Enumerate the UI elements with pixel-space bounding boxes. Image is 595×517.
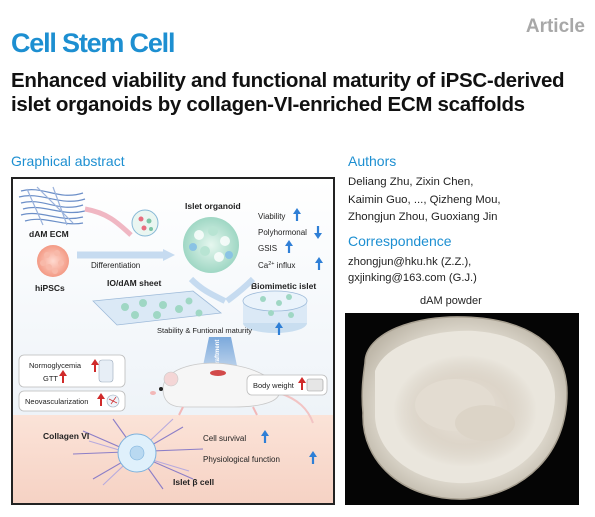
label-polyhormonal: Polyhormonal — [258, 228, 307, 237]
label-dam-ecm: dAM ECM — [29, 229, 69, 239]
label-ca-influx: Ca2+ influx — [258, 261, 295, 270]
authors-heading: Authors — [348, 153, 397, 169]
correspondence-email[interactable]: gxjinking@163.com (G.J.) — [348, 272, 477, 284]
correspondence-heading: Correspondence — [348, 233, 452, 249]
author-line: Zhongjun Zhou, Guoxiang Jin — [348, 211, 498, 223]
arrow-organoid-to-sheet — [188, 276, 227, 304]
label-physiological-function: Physiological function — [203, 455, 280, 464]
mouse-illustration — [150, 362, 314, 424]
article-type-label: Article — [525, 16, 585, 37]
arrow-ecm-to-organoid — [84, 206, 133, 237]
label-stability: Stability & Funtional maturity — [157, 326, 252, 335]
correspondence-emails: zhongjun@hku.hk (Z.Z.), gxjinking@163.co… — [348, 254, 477, 286]
label-normoglycemia: Normoglycemia — [29, 361, 82, 370]
normoglycemia-box — [18, 354, 126, 388]
graphical-abstract-figure: dAM ECM hiPSCs Differentiation Islet org… — [11, 177, 335, 505]
scale-icon — [306, 378, 324, 392]
body-weight-box — [246, 374, 328, 396]
mortar-illustration — [345, 313, 579, 505]
label-collagen-vi: Collagen VI — [43, 431, 89, 441]
label-neovascularization: Neovascularization — [25, 397, 88, 406]
arrow-organoid-to-islet — [225, 276, 256, 304]
neovascularization-box — [18, 390, 126, 412]
label-islet-organoid: Islet organoid — [185, 201, 241, 211]
label-gtt: GTT — [43, 374, 58, 383]
islet-beta-cell — [117, 433, 157, 473]
author-line: Kaimin Guo, ..., Qizheng Mou, — [348, 193, 501, 206]
label-cell-survival: Cell survival — [203, 434, 246, 443]
journal-name: Cell Stem Cell — [11, 28, 175, 58]
dam-ecm-fibers — [18, 186, 86, 226]
label-biomimetic-islet: Biomimetic islet — [251, 281, 316, 291]
label-islet-beta-cell: Islet β cell — [173, 477, 214, 487]
label-io-dam-sheet: IO/dAM sheet — [107, 278, 161, 288]
figure-label: dAM powder — [420, 295, 482, 307]
graphical-abstract-illustration: dAM ECM hiPSCs Differentiation Islet org… — [13, 179, 333, 503]
biomimetic-islet — [242, 290, 308, 333]
dam-powder-photo — [345, 313, 579, 505]
correspondence-email[interactable]: zhongjun@hku.hk (Z.Z.), — [348, 256, 472, 268]
graphical-abstract-heading: Graphical abstract — [11, 153, 125, 169]
label-body-weight: Body weight — [253, 381, 295, 390]
label-engraftment: Engraftment — [215, 340, 221, 375]
authors-list: Deliang Zhu, Zixin Chen, Kaimin Guo, ...… — [348, 174, 588, 227]
islet-organoid — [183, 217, 239, 273]
small-organoid — [131, 209, 159, 237]
author-line: Deliang Zhu, Zixin Chen, — [348, 176, 474, 188]
hipsc-sphere — [37, 245, 69, 277]
label-gsis: GSIS — [258, 244, 277, 253]
label-hipscs: hiPSCs — [35, 283, 65, 293]
label-viability: Viability — [258, 212, 285, 221]
io-dam-sheet — [92, 290, 223, 326]
glucometer-icon — [98, 359, 114, 383]
label-differentiation: Differentiation — [91, 261, 140, 270]
article-title: Enhanced viability and functional maturi… — [11, 69, 565, 116]
